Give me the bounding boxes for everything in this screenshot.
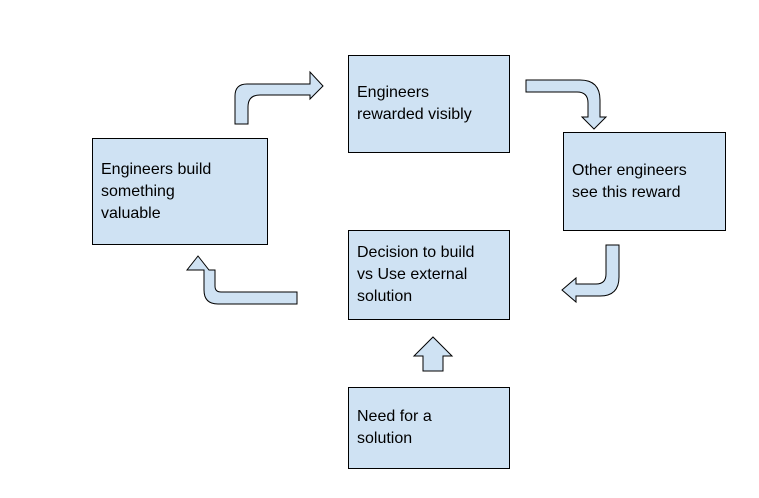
node-need-for-solution: Need for a solution <box>348 387 510 469</box>
node-engineers-build-valuable: Engineers build something valuable <box>92 138 268 245</box>
node-need-for-solution-label: Need for a solution <box>357 408 432 447</box>
node-decision-build-vs-external: Decision to build vs Use external soluti… <box>348 230 510 320</box>
node-other-engineers-see-reward: Other engineers see this reward <box>563 132 726 231</box>
node-engineers-rewarded: Engineers rewarded visibly <box>348 55 510 153</box>
node-other-engineers-see-reward-label: Other engineers see this reward <box>572 161 687 201</box>
node-decision-build-vs-external-label: Decision to build vs Use external soluti… <box>357 244 475 305</box>
node-engineers-build-valuable-label: Engineers build something valuable <box>101 160 212 222</box>
node-engineers-rewarded-label: Engineers rewarded visibly <box>357 84 472 123</box>
